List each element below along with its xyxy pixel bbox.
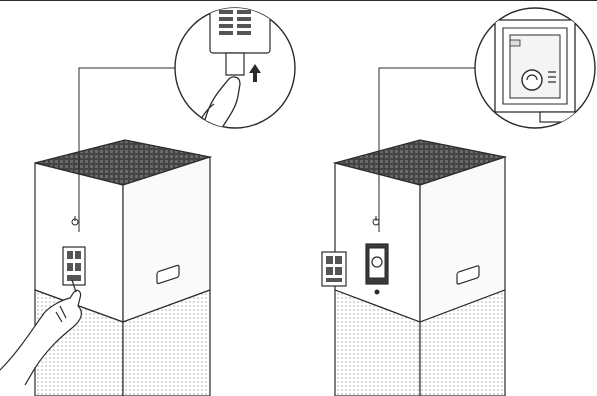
panel-cover-removed (321, 7, 596, 396)
filter-cover (62, 246, 86, 286)
removed-cover (321, 251, 347, 287)
callout-leader-right (378, 67, 478, 232)
mesh-left-right (334, 289, 421, 396)
hand (0, 279, 82, 386)
callout-leader (78, 67, 178, 232)
handle-slot-right (456, 265, 480, 285)
handle-slot (156, 264, 180, 285)
open-compartment (365, 243, 389, 295)
power-icon (71, 216, 79, 226)
purifier-left (34, 139, 213, 396)
panel-remove-cover (0, 7, 296, 396)
mesh-right-right (419, 289, 506, 396)
purifier-right (332, 139, 508, 396)
callout-detail-left (174, 7, 296, 129)
callout-detail-right (474, 7, 596, 129)
mesh-right (122, 289, 211, 396)
